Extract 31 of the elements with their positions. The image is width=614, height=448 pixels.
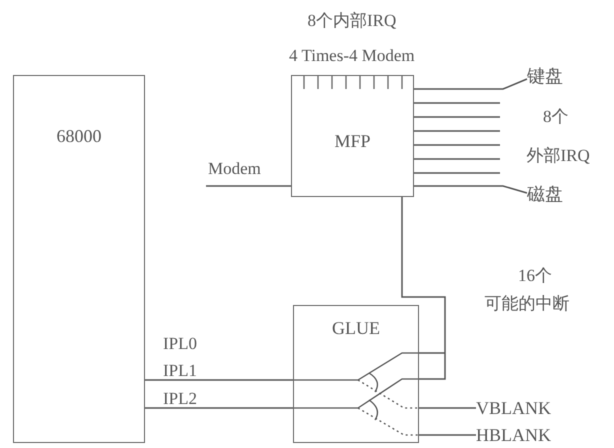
device-label: 键盘	[527, 64, 579, 88]
connector-line	[414, 158, 500, 160]
interrupt-label: 可能的中断	[484, 295, 570, 312]
signal-label: IPL2	[163, 390, 197, 407]
signal-label: IPL1	[163, 362, 197, 379]
connector-line	[419, 407, 476, 409]
chip-box: GLUE	[293, 305, 419, 443]
chip-box: MFP	[291, 75, 414, 197]
connector-line	[145, 379, 293, 381]
device-label: 磁盘	[527, 182, 579, 206]
processor-box: 68000	[13, 75, 145, 443]
interrupt-label: 16个	[518, 267, 552, 284]
connector-line	[414, 172, 500, 174]
interrupt-label: 8个内部IRQ	[308, 12, 396, 29]
connector-line	[414, 116, 500, 118]
signal-label: IPL0	[163, 335, 197, 352]
connector-line	[206, 185, 291, 187]
connector-line	[419, 434, 476, 436]
interrupt-label: 外部IRQ	[526, 147, 590, 164]
connector-line	[414, 78, 528, 90]
connector-line	[401, 196, 446, 380]
signal-label: HBLANK	[476, 425, 556, 445]
connector-line	[145, 407, 293, 409]
interrupt-label: 8个	[543, 108, 568, 125]
signal-label: VBLANK	[476, 398, 556, 418]
connector-line	[414, 102, 500, 104]
connector-line	[414, 185, 528, 194]
connector-line	[414, 130, 500, 132]
signal-label: Modem	[208, 160, 261, 177]
connector-line	[414, 144, 500, 146]
mode-label: 4 Times-4 Modem	[289, 47, 415, 64]
